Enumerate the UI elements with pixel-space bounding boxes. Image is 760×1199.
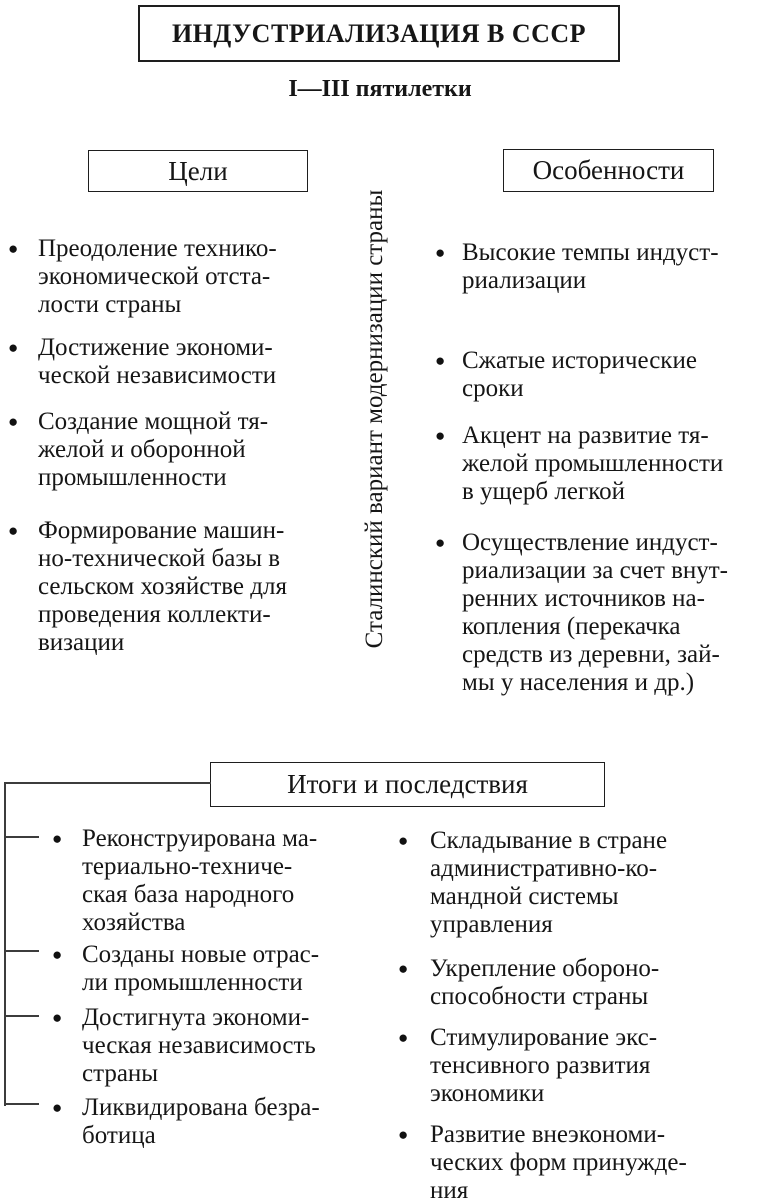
diagram-title: ИНДУСТРИАЛИЗАЦИЯ В СССР — [171, 18, 587, 48]
results-header-box: Итоги и последствия — [210, 762, 605, 807]
result-item: ● Стимулирование экс- тенсивного развити… — [398, 1024, 743, 1108]
result-item: ● Развитие внеэкономи- ческих форм прину… — [398, 1121, 743, 1199]
goals-list: ● Преодоление технико- экономической отс… — [8, 235, 356, 657]
bracket-connector-line — [4, 782, 211, 784]
bullet-icon: ● — [8, 521, 19, 540]
goal-item-text: Преодоление технико- экономической отста… — [38, 235, 277, 318]
features-header-label: Особенности — [532, 155, 685, 185]
bullet-icon: ● — [435, 533, 446, 552]
result-item: ● Реконструирована ма- териально-техниче… — [52, 825, 382, 937]
feature-item-text: Высокие темпы индуст- риализации — [462, 239, 719, 294]
result-item-text: Развитие внеэкономи- ческих форм принужд… — [430, 1121, 687, 1199]
feature-item: ● Сжатые исторические сроки — [435, 347, 757, 403]
goal-item-text: Формирование машин- но-технической базы … — [38, 517, 287, 656]
center-vertical-label: Сталинский вариант модернизации страны — [361, 189, 388, 649]
result-item-text: Достигнута экономи- ческая независимость… — [82, 1004, 316, 1087]
bullet-icon: ● — [52, 1008, 63, 1027]
goals-header-box: Цели — [88, 150, 308, 192]
result-item-text: Ликвидирована безра- ботица — [82, 1094, 320, 1149]
bracket-tick-2 — [4, 950, 39, 952]
bullet-icon: ● — [52, 945, 63, 964]
results-right-list: ● Складывание в стране административно-к… — [398, 827, 743, 1199]
bracket-tick-3 — [4, 1015, 39, 1017]
bullet-icon: ● — [435, 351, 446, 370]
features-list: ● Высокие темпы индуст- риализации ● Сжа… — [435, 239, 757, 697]
result-item: ● Созданы новые отрас- ли промышленности — [52, 941, 382, 997]
bullet-icon: ● — [398, 1028, 409, 1047]
goal-item: ● Формирование машин- но-технической баз… — [8, 517, 356, 657]
bullet-icon: ● — [52, 1098, 63, 1117]
result-item: ● Укрепление обороно- способности страны — [398, 955, 743, 1011]
bullet-icon: ● — [8, 338, 19, 357]
bullet-icon: ● — [435, 243, 446, 262]
feature-item-text: Сжатые исторические сроки — [462, 347, 697, 402]
bullet-icon: ● — [8, 239, 19, 258]
feature-item-text: Акцент на развитие тя- желой промышленно… — [462, 422, 724, 505]
subtitle: I—III пятилетки — [288, 76, 472, 102]
goal-item-text: Создание мощной тя- желой и оборонной пр… — [38, 408, 269, 491]
feature-item: ● Акцент на развитие тя- желой промышлен… — [435, 422, 757, 506]
bullet-icon: ● — [398, 1125, 409, 1144]
goal-item: ● Создание мощной тя- желой и оборонной … — [8, 408, 356, 492]
bracket-vertical-line — [4, 782, 6, 1106]
goal-item: ● Достижение экономи- ческой независимос… — [8, 334, 356, 390]
bullet-icon: ● — [435, 426, 446, 445]
result-item-text: Реконструирована ма- териально-техниче- … — [82, 825, 318, 936]
bullet-icon: ● — [398, 831, 409, 850]
bullet-icon: ● — [52, 829, 63, 848]
result-item-text: Укрепление обороно- способности страны — [430, 955, 660, 1010]
goal-item-text: Достижение экономи- ческой независимости — [38, 334, 277, 389]
bracket-tick-1 — [4, 836, 39, 838]
result-item-text: Созданы новые отрас- ли промышленности — [82, 941, 320, 996]
title-box: ИНДУСТРИАЛИЗАЦИЯ В СССР — [138, 5, 620, 62]
goal-item: ● Преодоление технико- экономической отс… — [8, 235, 356, 319]
result-item-text: Складывание в стране административно-ко-… — [430, 827, 668, 938]
result-item: ● Складывание в стране административно-к… — [398, 827, 743, 939]
feature-item-text: Осуществление индуст- риализации за счет… — [462, 529, 729, 696]
result-item: ● Ликвидирована безра- ботица — [52, 1094, 382, 1150]
results-header-label: Итоги и последствия — [287, 769, 528, 799]
bullet-icon: ● — [398, 959, 409, 978]
result-item-text: Стимулирование экс- тенсивного развития … — [430, 1024, 658, 1107]
features-header-box: Особенности — [503, 149, 714, 192]
results-left-list: ● Реконструирована ма- териально-техниче… — [52, 825, 382, 1150]
bracket-tick-4 — [4, 1103, 39, 1105]
goals-header-label: Цели — [168, 155, 228, 186]
feature-item: ● Осуществление индуст- риализации за сч… — [435, 529, 757, 697]
bullet-icon: ● — [8, 412, 19, 431]
feature-item: ● Высокие темпы индуст- риализации — [435, 239, 757, 295]
result-item: ● Достигнута экономи- ческая независимос… — [52, 1004, 382, 1088]
